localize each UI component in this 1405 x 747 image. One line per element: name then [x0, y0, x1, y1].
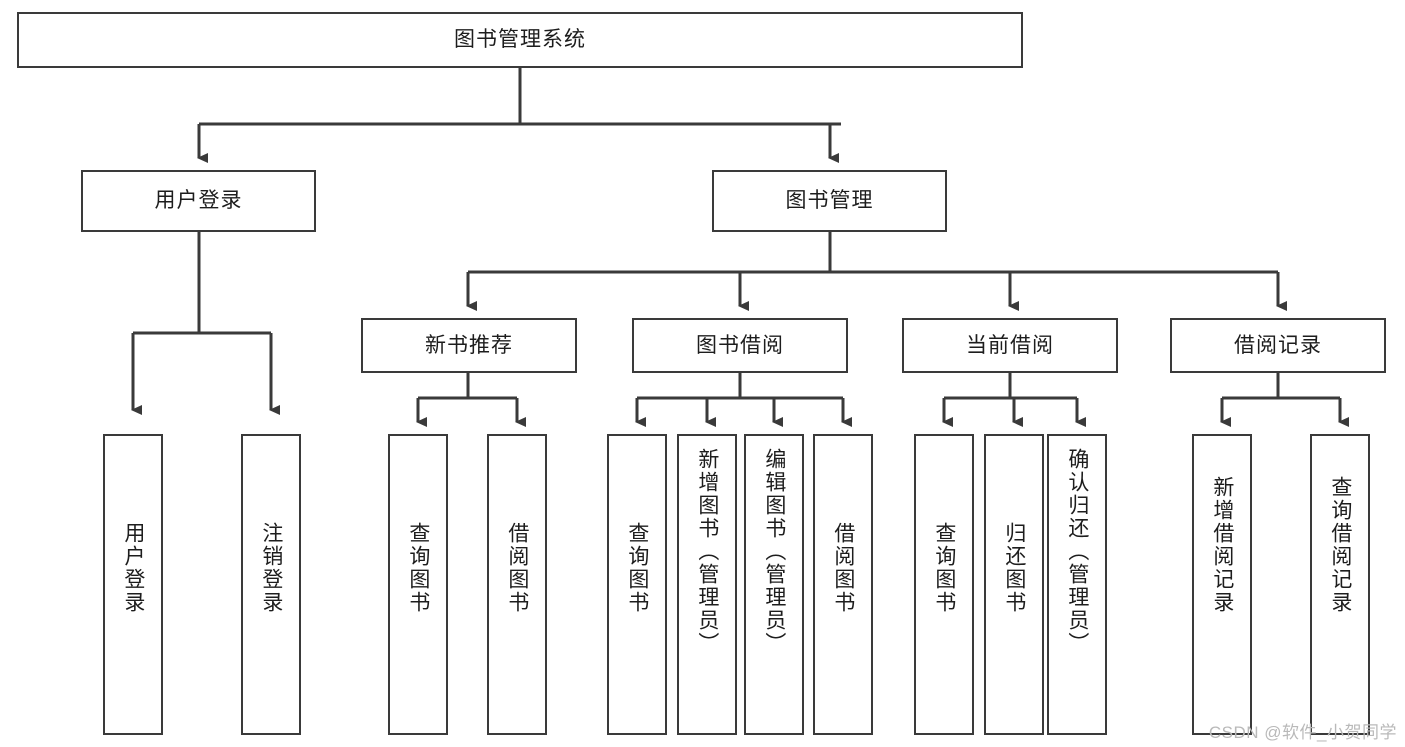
leaf-borrow-book-1[interactable]: 借阅图书 [487, 434, 547, 735]
leaf-query-book-3[interactable]: 查询图书 [914, 434, 974, 735]
node-user-login[interactable]: 用户登录 [81, 170, 316, 232]
node-current-borrow-label: 当前借阅 [966, 333, 1054, 357]
leaf-borrow-book-2-label: 借阅图书 [831, 522, 855, 614]
leaf-query-book-2[interactable]: 查询图书 [607, 434, 667, 735]
node-book-borrow[interactable]: 图书借阅 [632, 318, 848, 373]
node-current-borrow[interactable]: 当前借阅 [902, 318, 1118, 373]
node-new-book-rec-label: 新书推荐 [425, 333, 513, 357]
leaf-confirm-return[interactable]: 确认归还（管理员） [1047, 434, 1107, 735]
node-root[interactable]: 图书管理系统 [17, 12, 1023, 68]
leaf-query-book-2-label: 查询图书 [625, 522, 649, 614]
leaf-user-login[interactable]: 用户登录 [103, 434, 163, 735]
leaf-add-record-label: 新增借阅记录 [1210, 476, 1234, 614]
node-root-label: 图书管理系统 [454, 28, 586, 52]
node-book-manage-label: 图书管理 [785, 189, 874, 213]
csdn-watermark: CSDN @软件_小贺同学 [1208, 723, 1397, 742]
node-user-login-label: 用户登录 [154, 189, 243, 213]
node-book-manage[interactable]: 图书管理 [712, 170, 947, 232]
leaf-borrow-book-2[interactable]: 借阅图书 [813, 434, 873, 735]
node-borrow-record-label: 借阅记录 [1234, 333, 1322, 357]
node-book-borrow-label: 图书借阅 [696, 333, 784, 357]
node-new-book-rec[interactable]: 新书推荐 [361, 318, 577, 373]
leaf-add-book-label: 新增图书（管理员） [695, 448, 719, 655]
leaf-add-book[interactable]: 新增图书（管理员） [677, 434, 737, 735]
leaf-add-record[interactable]: 新增借阅记录 [1192, 434, 1252, 735]
leaf-query-book-1-label: 查询图书 [406, 522, 430, 614]
node-borrow-record[interactable]: 借阅记录 [1170, 318, 1386, 373]
leaf-return-book[interactable]: 归还图书 [984, 434, 1044, 735]
leaf-borrow-book-1-label: 借阅图书 [505, 522, 529, 614]
leaf-logout-login[interactable]: 注销登录 [241, 434, 301, 735]
leaf-query-record-label: 查询借阅记录 [1328, 476, 1352, 614]
leaf-return-book-label: 归还图书 [1002, 522, 1026, 614]
leaf-query-book-3-label: 查询图书 [932, 522, 956, 614]
leaf-query-book-1[interactable]: 查询图书 [388, 434, 448, 735]
leaf-edit-book-label: 编辑图书（管理员） [762, 448, 786, 655]
leaf-query-record[interactable]: 查询借阅记录 [1310, 434, 1370, 735]
leaf-user-login-label: 用户登录 [121, 522, 145, 614]
leaf-confirm-return-label: 确认归还（管理员） [1065, 448, 1089, 655]
leaf-logout-login-label: 注销登录 [259, 522, 283, 614]
leaf-edit-book[interactable]: 编辑图书（管理员） [744, 434, 804, 735]
